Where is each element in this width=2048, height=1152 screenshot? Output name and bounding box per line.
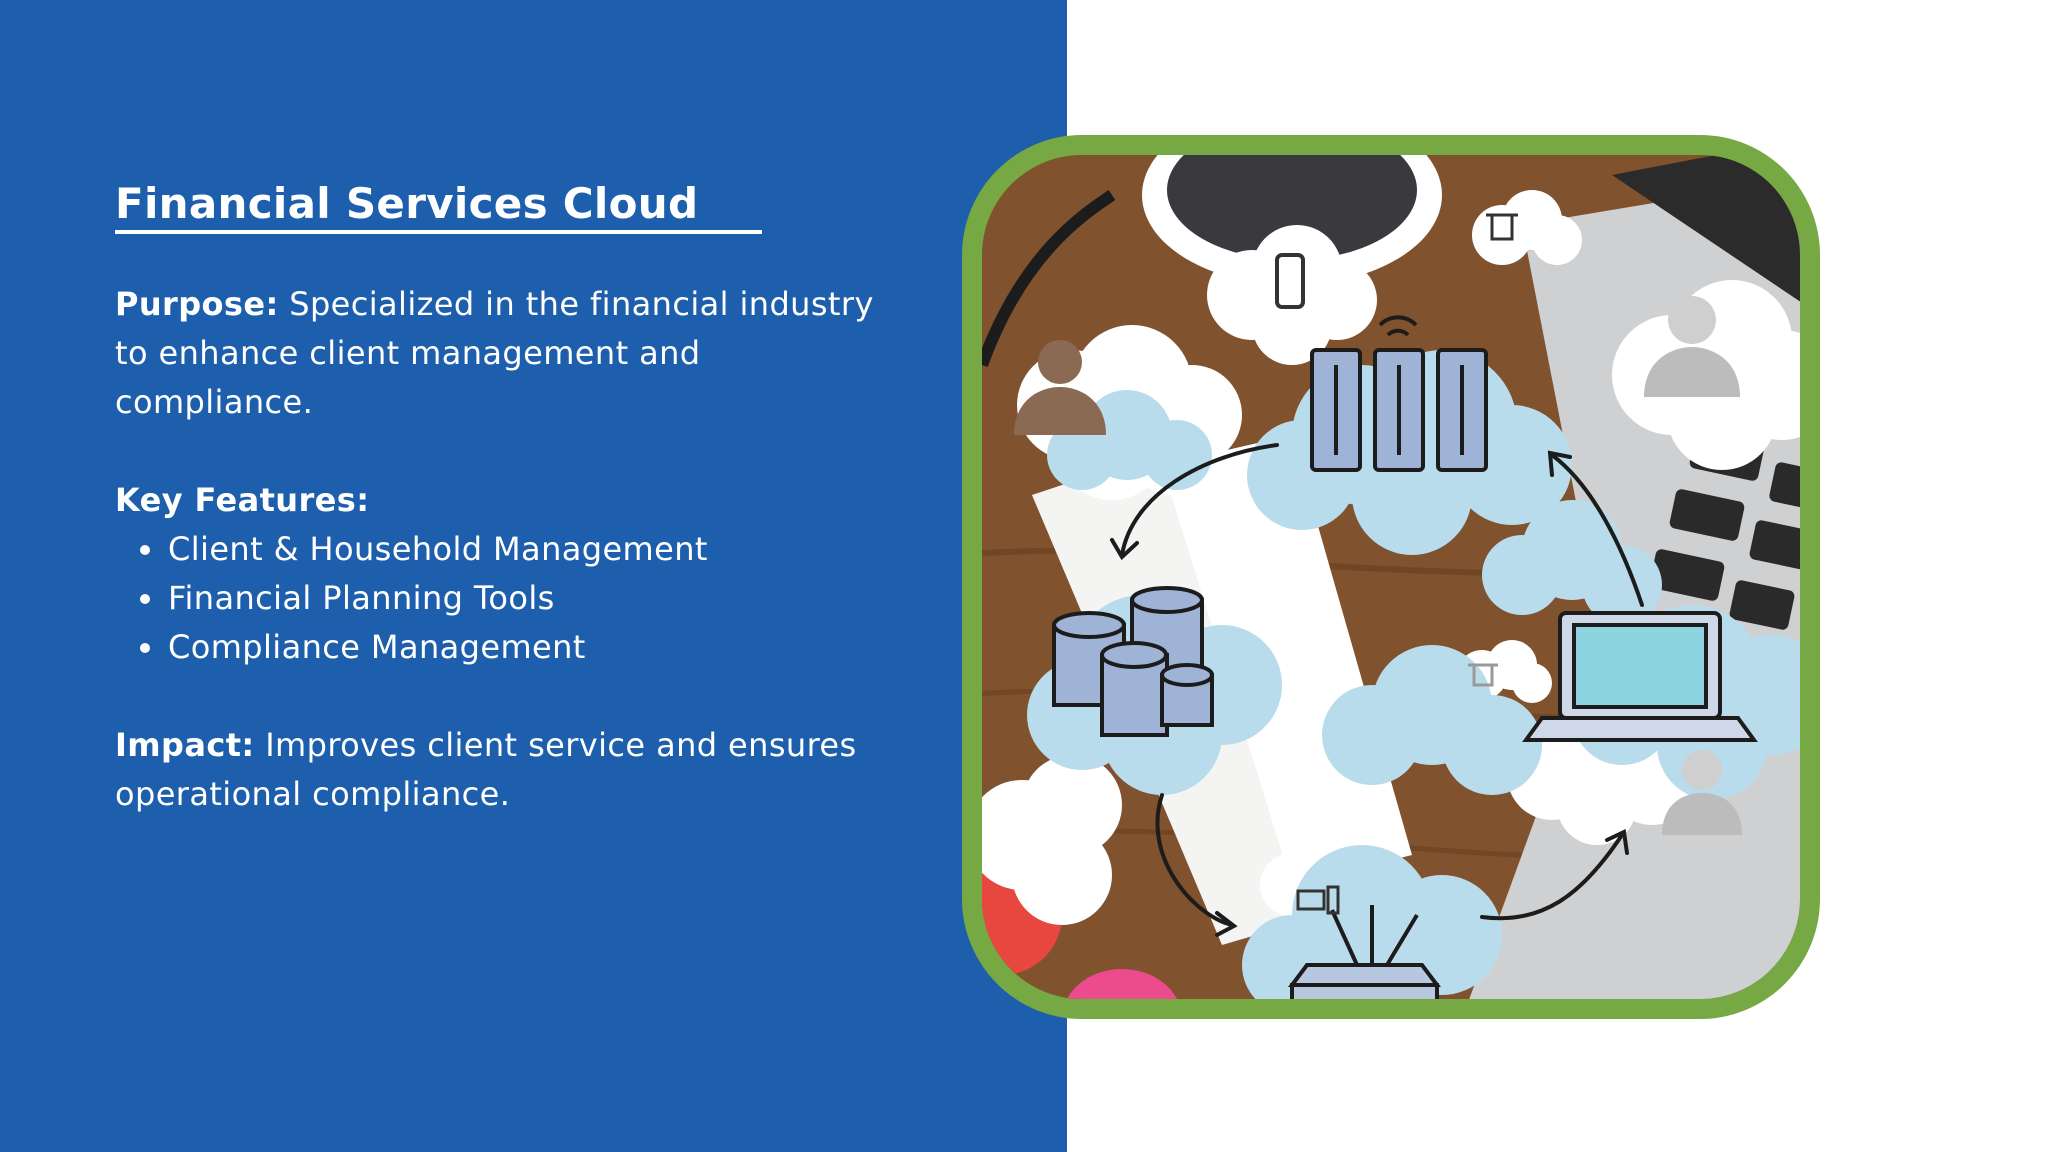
impact-paragraph: Impact: Improves client service and ensu… (115, 721, 875, 819)
trash-icon (1486, 213, 1518, 241)
database-icon (1052, 586, 1214, 737)
cloud-network-image (962, 135, 1820, 1019)
flow-arrows (1110, 443, 1644, 937)
laptop-icon (1522, 611, 1758, 742)
bullet-icon (140, 643, 150, 653)
phone-icon (1275, 253, 1305, 309)
server-icon (1310, 348, 1488, 472)
feature-item: Compliance Management (115, 623, 875, 672)
content-panel: Financial Services Cloud Purpose: Specia… (0, 0, 1067, 1152)
purpose-paragraph: Purpose: Specialized in the financial in… (115, 280, 875, 427)
user-icon (1014, 340, 1106, 435)
impact-label: Impact: (115, 726, 255, 764)
bullet-icon (140, 545, 150, 555)
feature-list: Client & Household Management Financial … (115, 525, 875, 672)
title-underline (115, 230, 762, 234)
feature-text: Financial Planning Tools (168, 579, 555, 617)
wifi-icon (1378, 315, 1418, 337)
feature-text: Client & Household Management (168, 530, 708, 568)
trash-icon (1468, 663, 1498, 687)
computer-icon (1296, 885, 1340, 915)
impact-text: Improves client service and ensures oper… (115, 726, 857, 813)
feature-text: Compliance Management (168, 628, 586, 666)
slide-title: Financial Services Cloud (115, 179, 699, 228)
user-icon (1662, 750, 1742, 835)
user-icon (1644, 296, 1740, 397)
illustration (982, 155, 1800, 999)
router-icon (1288, 905, 1441, 999)
feature-item: Client & Household Management (115, 525, 875, 574)
slide-body: Purpose: Specialized in the financial in… (115, 280, 875, 819)
feature-item: Financial Planning Tools (115, 574, 875, 623)
title-block: Financial Services Cloud (115, 178, 762, 234)
key-features-label: Key Features: (115, 481, 370, 519)
bullet-icon (140, 594, 150, 604)
purpose-text: Specialized in the financial industry to… (115, 285, 874, 421)
purpose-label: Purpose: (115, 285, 279, 323)
